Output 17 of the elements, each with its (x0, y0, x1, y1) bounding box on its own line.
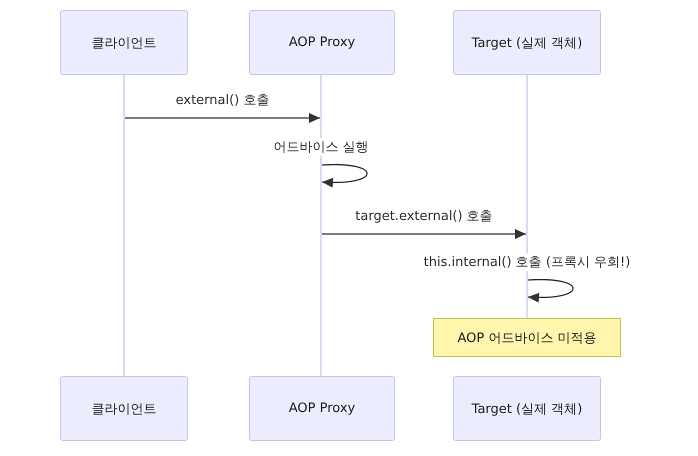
edge-label: external() 호출 (174, 91, 272, 109)
participant-box: AOP Proxy (249, 10, 395, 75)
participant-box: Target (실제 객체) (453, 10, 601, 75)
edge-label: this.internal() 호출 (프록시 우회!) (422, 253, 632, 271)
edge-label: target.external() 호출 (353, 207, 495, 225)
message-arrow (322, 229, 526, 239)
message-arrow (125, 113, 320, 123)
lifeline (526, 75, 528, 318)
note-box: AOP 어드바이스 미적용 (433, 318, 621, 357)
participant-box: 클라이언트 (60, 376, 188, 441)
self-message-arrow (322, 164, 368, 188)
lifeline (320, 75, 322, 376)
lifeline (123, 75, 125, 376)
self-message-arrow (528, 278, 574, 302)
participant-box: Target (실제 객체) (453, 376, 601, 441)
participant-box: 클라이언트 (60, 10, 188, 75)
participant-box: AOP Proxy (249, 376, 395, 441)
